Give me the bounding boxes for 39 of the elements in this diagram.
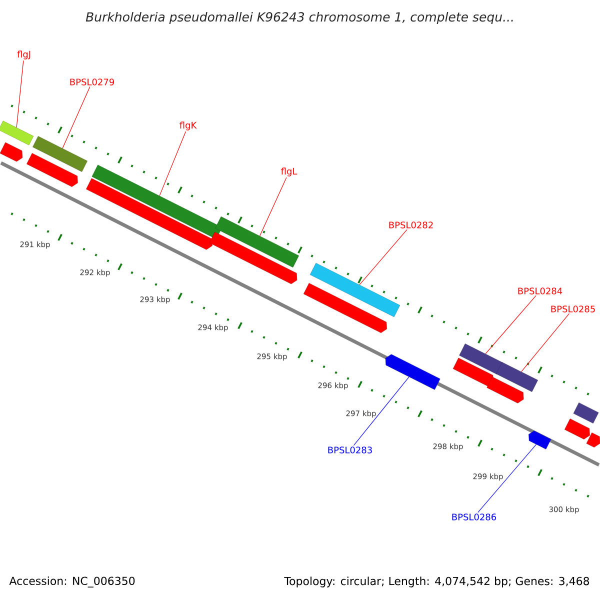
gene-label: flgJ <box>17 50 30 60</box>
leader-line <box>485 295 536 354</box>
gene-bar <box>215 216 299 268</box>
gene-bar <box>26 153 78 187</box>
gene-label: BPSL0279 <box>70 78 114 86</box>
gene-bar <box>0 120 34 146</box>
gene-bar <box>32 136 88 172</box>
leader-line <box>353 376 410 446</box>
gene-label: BPSL0283 <box>328 446 372 454</box>
gene-label: BPSL0284 <box>518 288 562 294</box>
leader-line <box>16 60 24 128</box>
gene-bar <box>304 283 387 333</box>
gene-bar <box>310 262 400 318</box>
gene-bar <box>586 432 600 448</box>
gene-bar <box>573 402 599 424</box>
leader-line <box>359 229 408 286</box>
gene-bar <box>528 430 552 450</box>
gene-bar <box>459 344 503 374</box>
summary-text: Topology: circular; Length: 4,074,542 bp; Genes: 3,468 <box>284 576 590 588</box>
gene-label: BPSL0282 <box>389 222 433 228</box>
leader-line <box>521 313 570 372</box>
gene-bar <box>496 362 538 392</box>
gene-bar <box>86 178 212 250</box>
leader-line <box>159 131 186 196</box>
title: Burkholderia pseudomallei K96243 chromosome 1, complete sequ... <box>86 12 513 24</box>
gene-bar <box>452 358 494 386</box>
gene-bar <box>0 142 23 162</box>
gene-bar <box>486 376 524 404</box>
gene-bar <box>385 354 440 390</box>
gene-label: BPSL0285 <box>551 306 595 312</box>
gene-label: BPSL0286 <box>452 514 496 520</box>
gene-label: flgL <box>281 168 298 176</box>
leader-line <box>62 86 90 149</box>
gene-bar <box>92 164 222 240</box>
gene-bar <box>209 232 298 284</box>
gene-label: flgK <box>180 122 197 130</box>
leader-line <box>478 444 537 513</box>
accession-text: Accession: NC_006350 <box>9 576 135 588</box>
gene-bar <box>564 418 590 440</box>
